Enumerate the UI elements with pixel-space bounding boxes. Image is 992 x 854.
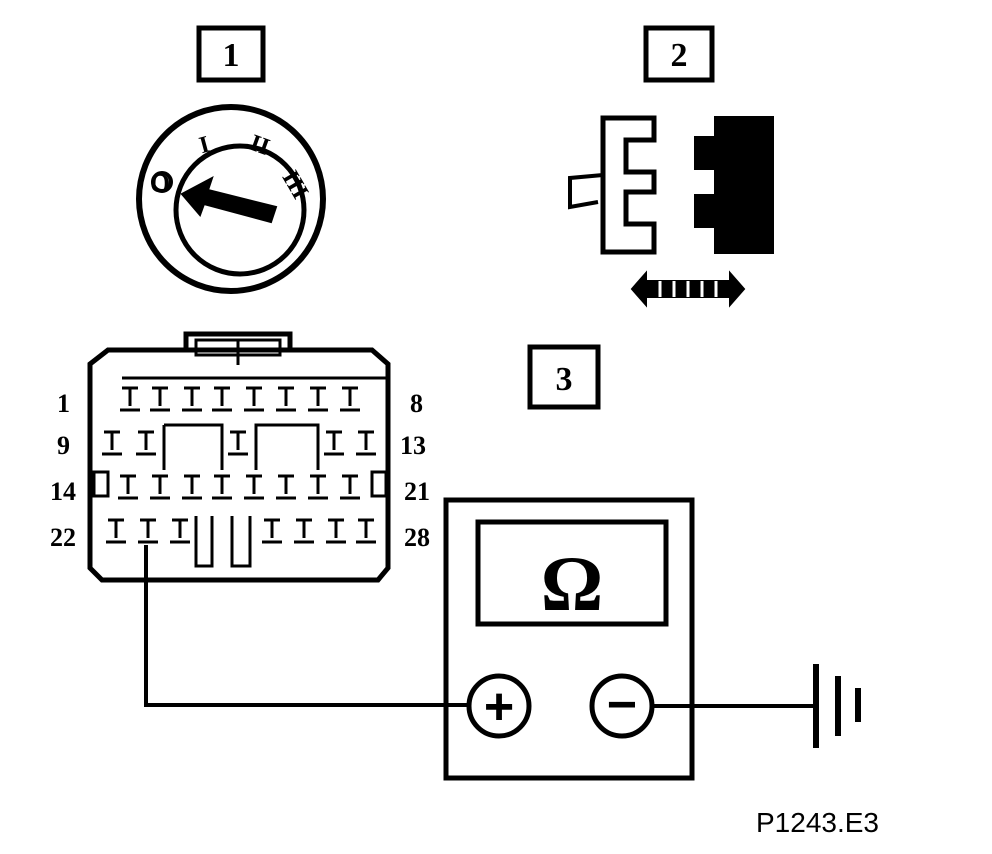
pin-label-21: 21: [404, 477, 430, 506]
pin-4-2: [138, 518, 158, 544]
pin-3-4: [212, 474, 232, 500]
pin-label-8: 8: [410, 389, 423, 418]
pin-label-14: 14: [50, 477, 76, 506]
pin-1-1: [120, 386, 140, 412]
step-1-box: [196, 25, 266, 83]
pin-2-1: [102, 430, 122, 456]
pin-1-6: [276, 386, 296, 412]
ground-icon: [813, 664, 861, 748]
meter-plus-label: +: [484, 678, 514, 736]
pin-3-2: [150, 474, 170, 500]
pin-2-2: [136, 430, 156, 456]
pin-4-1: [106, 518, 126, 544]
test-lead-positive: [144, 545, 469, 707]
pin-4-6: [326, 518, 346, 544]
pin-4-5: [294, 518, 314, 544]
ignition-pos-1: I: [197, 132, 213, 160]
pin-4-4: [262, 518, 282, 544]
pin-3-7: [308, 474, 328, 500]
pin-label-9: 9: [57, 431, 70, 460]
pin-1-4: [212, 386, 232, 412]
meter-display-ohm: Ω: [541, 540, 603, 627]
pin-label-22: 22: [50, 523, 76, 552]
ignition-switch-icon: [136, 104, 326, 294]
step-2-label: 2: [671, 37, 688, 74]
pin-1-8: [340, 386, 360, 412]
ignition-pos-3: III: [277, 166, 314, 203]
pin-4-3: [170, 518, 190, 544]
pin-label-1: 1: [57, 389, 70, 418]
step-3-box: [527, 344, 601, 410]
pin-3-1: [118, 474, 138, 500]
pin-3-3: [182, 474, 202, 500]
pin-3-6: [276, 474, 296, 500]
ignition-pos-2: II: [246, 130, 272, 161]
step-2-box: [643, 25, 715, 83]
pin-2-5: [356, 430, 376, 456]
pin-1-5: [244, 386, 264, 412]
step-1-label: 1: [223, 37, 240, 74]
connector-face-icon: [87, 331, 391, 583]
ignition-pos-0: O: [150, 169, 170, 198]
pin-1-7: [308, 386, 328, 412]
step-3-label: 3: [556, 361, 573, 398]
pin-3-5: [244, 474, 264, 500]
pin-3-8: [340, 474, 360, 500]
connector-disconnect-icon: [568, 115, 774, 308]
pin-2-4: [324, 430, 344, 456]
connector-pins: [102, 386, 376, 544]
figure-reference: P1243.E3: [756, 807, 879, 838]
pin-1-2: [150, 386, 170, 412]
pin-1-3: [182, 386, 202, 412]
pin-4-7: [356, 518, 376, 544]
pin-2-3: [228, 430, 248, 456]
meter-minus-label: −: [607, 676, 637, 734]
pin-label-13: 13: [400, 431, 426, 460]
pin-label-28: 28: [404, 523, 430, 552]
